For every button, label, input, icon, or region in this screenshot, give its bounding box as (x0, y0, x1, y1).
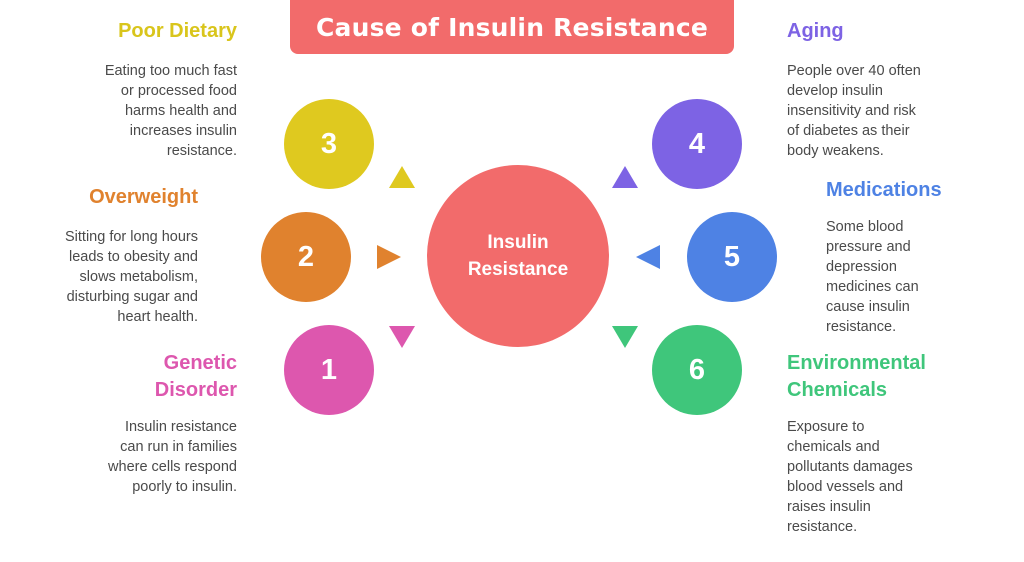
cause-1-number: 1 (320, 353, 338, 386)
cause-3-desc-line: resistance. (166, 143, 237, 159)
cause-6-circle: 6 (652, 325, 742, 415)
cause-2-desc-line: slows metabolism, (79, 269, 198, 285)
cause-4-number: 4 (688, 127, 706, 160)
title-banner: Cause of Insulin Resistance (290, 0, 734, 54)
cause-5-desc-line: depression (826, 259, 897, 275)
cause-1-desc-line: can run in families (120, 439, 237, 455)
arrow-cause-4-icon (612, 166, 638, 188)
cause-3-desc-line: or processed food (120, 83, 237, 99)
cause-2-desc-line: Sitting for long hours (65, 229, 198, 245)
center-label: Insulin Resistance (453, 229, 583, 283)
cause-4-desc-line: insensitivity and risk (787, 103, 916, 119)
arrow-cause-5-icon (636, 245, 660, 269)
cause-6-desc-line: Exposure to (787, 419, 865, 435)
arrow-cause-3-icon (389, 166, 415, 188)
cause-3-desc-line: Eating too much fast (104, 63, 237, 79)
cause-6-desc-line: blood vessels and (787, 479, 904, 495)
arrow-cause-2-icon (377, 245, 401, 269)
diagram-title: Cause of Insulin Resistance (315, 12, 709, 42)
cause-4-description: People over 40 often develop insulin ins… (787, 61, 921, 161)
cause-5-description: Some blood pressure and depression medic… (826, 217, 919, 337)
cause-4-heading-line: Aging (787, 20, 844, 42)
cause-5-desc-line: cause insulin (826, 299, 910, 315)
cause-3-desc-line: increases insulin (129, 123, 237, 139)
arrow-cause-1-icon (389, 326, 415, 348)
cause-1-desc-line: where cells respond (108, 459, 237, 475)
cause-5-heading-line: Medications (826, 179, 942, 201)
cause-1-heading: Genetic Disorder (155, 350, 237, 404)
cause-2-heading-line: Overweight (89, 186, 198, 208)
cause-2-desc-line: disturbing sugar and (66, 289, 198, 305)
cause-6-heading: Environmental Chemicals (787, 350, 926, 404)
cause-2-number: 2 (297, 240, 315, 273)
cause-1-description: Insulin resistance can run in families w… (108, 417, 237, 497)
cause-2-desc-line: leads to obesity and (69, 249, 198, 265)
cause-3-heading: Poor Dietary (118, 18, 237, 45)
cause-4-desc-line: develop insulin (787, 83, 883, 99)
cause-5-desc-line: pressure and (826, 239, 911, 255)
cause-4-heading: Aging (787, 18, 844, 45)
cause-5-desc-line: medicines can (826, 279, 919, 295)
center-label-line-2: Resistance (467, 259, 569, 280)
cause-2-description: Sitting for long hours leads to obesity … (65, 227, 198, 327)
cause-6-desc-line: pollutants damages (787, 459, 913, 475)
cause-4-desc-line: body weakens. (787, 143, 884, 159)
cause-5-number: 5 (723, 240, 741, 273)
cause-3-number: 3 (320, 127, 338, 160)
cause-3-heading-line: Poor Dietary (118, 20, 237, 42)
cause-5-heading: Medications (826, 177, 942, 204)
cause-1-heading-line: Genetic (163, 352, 237, 374)
cause-3-desc-line: harms health and (124, 103, 237, 119)
cause-6-number: 6 (688, 353, 706, 386)
cause-1-heading-line: Disorder (154, 379, 237, 401)
cause-6-description: Exposure to chemicals and pollutants dam… (787, 417, 913, 537)
cause-6-desc-line: chemicals and (787, 439, 880, 455)
cause-4-desc-line: People over 40 often (787, 63, 921, 79)
cause-1-circle: 1 (284, 325, 374, 415)
cause-1-desc-line: poorly to insulin. (132, 479, 237, 495)
cause-5-circle: 5 (687, 212, 777, 302)
cause-6-desc-line: resistance. (787, 519, 858, 535)
cause-3-description: Eating too much fast or processed food h… (105, 61, 237, 161)
cause-3-circle: 3 (284, 99, 374, 189)
cause-4-desc-line: of diabetes as their (787, 123, 910, 139)
cause-2-circle: 2 (261, 212, 351, 302)
cause-6-heading-line: Chemicals (787, 379, 888, 401)
cause-2-heading: Overweight (89, 184, 198, 211)
cause-6-heading-line: Environmental (787, 352, 926, 374)
cause-6-desc-line: raises insulin (787, 499, 871, 515)
arrow-cause-6-icon (612, 326, 638, 348)
cause-5-desc-line: Some blood (826, 219, 904, 235)
cause-5-desc-line: resistance. (826, 319, 897, 335)
cause-2-desc-line: heart health. (117, 309, 198, 325)
cause-1-desc-line: Insulin resistance (124, 419, 237, 435)
center-label-line-1: Insulin (487, 232, 549, 253)
center-circle-insulin-resistance: Insulin Resistance (427, 165, 609, 347)
cause-4-circle: 4 (652, 99, 742, 189)
